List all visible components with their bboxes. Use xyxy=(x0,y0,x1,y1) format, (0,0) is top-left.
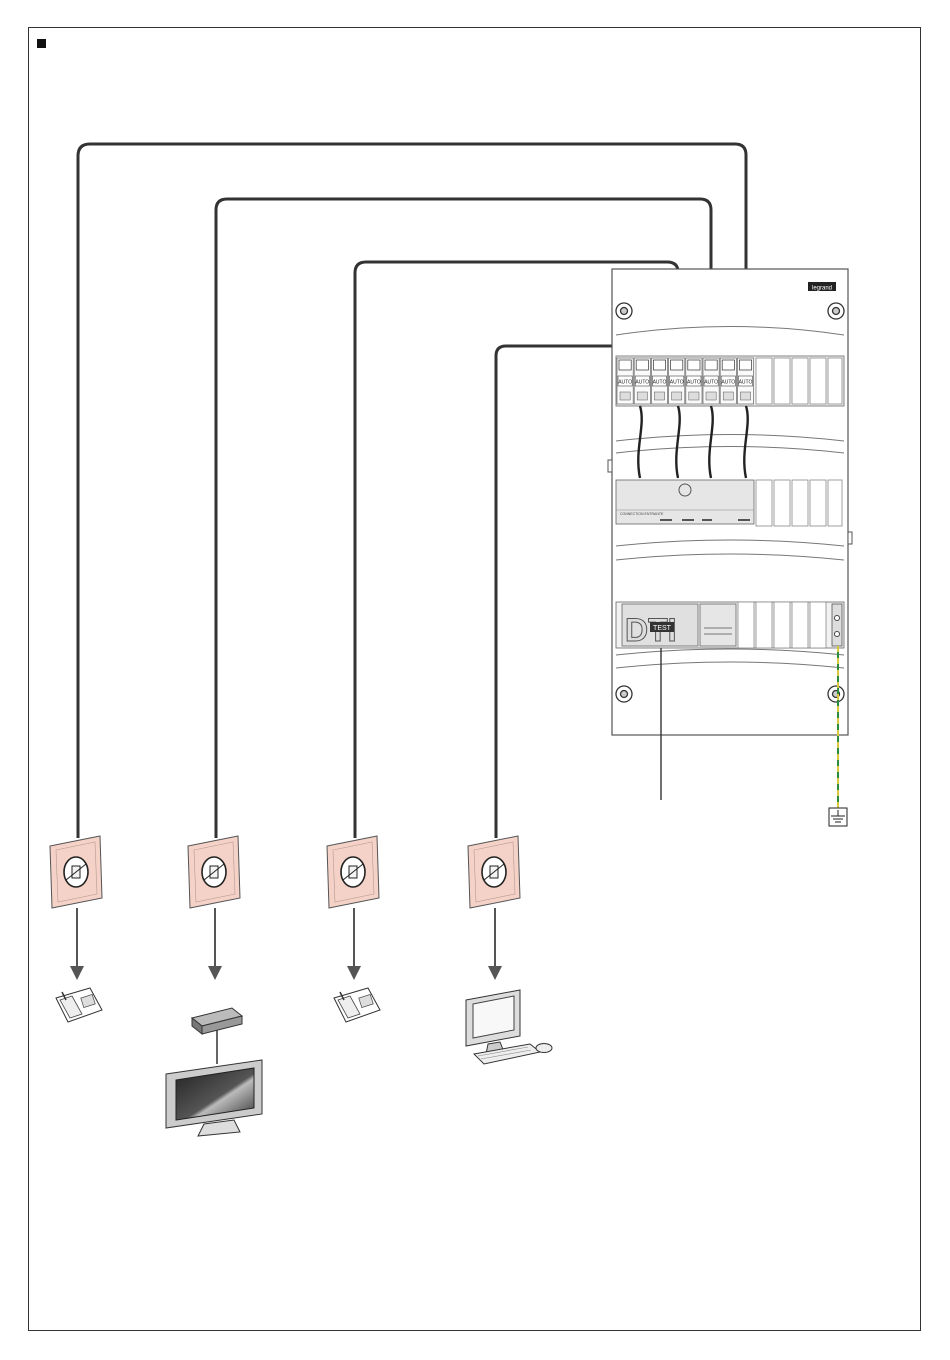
rj45-outlet-telephone xyxy=(50,836,102,980)
earth-terminal xyxy=(832,604,842,646)
breaker-label: AUTO xyxy=(739,380,753,386)
telephone-icon xyxy=(334,988,380,1022)
arrow-down-icon xyxy=(208,966,222,980)
breaker-label: AUTO xyxy=(618,380,632,386)
mouse-icon xyxy=(536,1044,552,1053)
breaker-label: AUTO xyxy=(721,380,735,386)
arrow-down-icon xyxy=(488,966,502,980)
breaker: AUTO xyxy=(617,358,633,404)
breaker-label: AUTO xyxy=(653,380,667,386)
rj45-outlet-tv-box-and-tv xyxy=(188,836,240,980)
breaker: AUTO xyxy=(634,358,650,404)
module-caption: CONNECTION ENTRANTE xyxy=(620,512,664,516)
breaker-label: AUTO xyxy=(670,380,684,386)
arrow-down-icon xyxy=(70,966,84,980)
breaker: AUTO xyxy=(651,358,667,404)
breaker: AUTO xyxy=(703,358,719,404)
breaker: AUTO xyxy=(737,358,753,404)
communication-module-row: CONNECTION ENTRANTE xyxy=(616,480,842,526)
rj45-outlet-telephone xyxy=(327,836,379,980)
communication-module xyxy=(616,480,754,524)
breaker-label: AUTO xyxy=(635,380,649,386)
dti-row: DTI TEST xyxy=(616,602,844,648)
breaker: AUTO xyxy=(686,358,702,404)
breaker: AUTO xyxy=(669,358,685,404)
arrow-down-icon xyxy=(347,966,361,980)
computer-icon xyxy=(466,990,552,1064)
rj45-outlet-computer xyxy=(468,836,520,980)
outlets xyxy=(50,836,520,980)
breaker: AUTO xyxy=(720,358,736,404)
breaker-label: AUTO xyxy=(687,380,701,386)
television-icon xyxy=(166,1060,262,1136)
test-label: TEST xyxy=(653,625,672,632)
brand-label: legrand xyxy=(812,286,832,292)
ground-icon xyxy=(829,808,847,826)
telephone-icon xyxy=(56,988,102,1022)
splitter-module xyxy=(700,604,736,646)
breaker-label: AUTO xyxy=(704,380,718,386)
